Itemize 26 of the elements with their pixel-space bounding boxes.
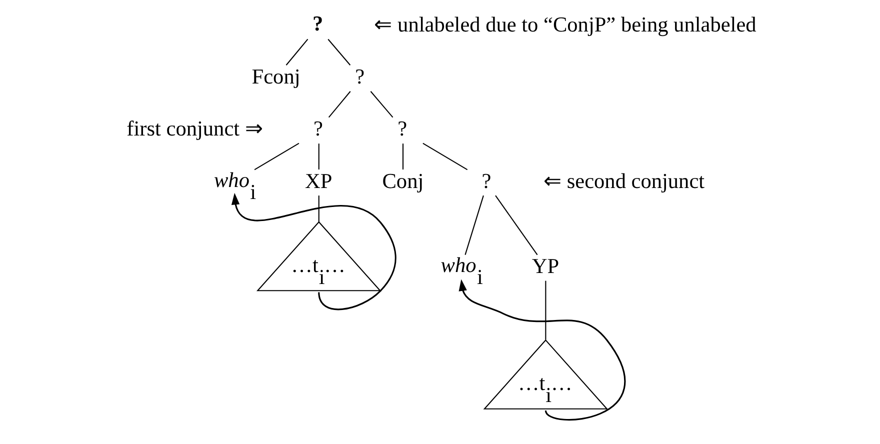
arrow <box>231 192 396 310</box>
node-label: ⇐ second conjunct <box>544 168 705 192</box>
node-text: ? <box>312 10 324 35</box>
connector <box>328 90 351 118</box>
connector <box>254 142 300 170</box>
connector <box>286 38 308 65</box>
node-text: Conj <box>382 168 424 192</box>
connector <box>464 194 484 254</box>
connector <box>318 143 320 169</box>
connector <box>422 142 468 170</box>
node-label: first conjunct ⇒ <box>126 116 263 140</box>
node-text: Fconj <box>252 64 300 88</box>
connector <box>328 38 351 65</box>
connector <box>495 194 538 255</box>
node-text: ? <box>355 64 365 88</box>
node-text: ? <box>482 168 492 192</box>
node-text: XP <box>305 168 332 192</box>
node-text: ? <box>398 116 408 140</box>
connector <box>370 90 394 118</box>
node-text: ? <box>314 116 324 140</box>
connector <box>545 280 546 340</box>
arrow <box>458 278 626 420</box>
connector <box>318 195 320 222</box>
connector <box>402 143 404 169</box>
node-label: ⇐ unlabeled due to “ConjP” being unlabeled <box>374 12 756 36</box>
node-text: YP <box>532 254 560 278</box>
